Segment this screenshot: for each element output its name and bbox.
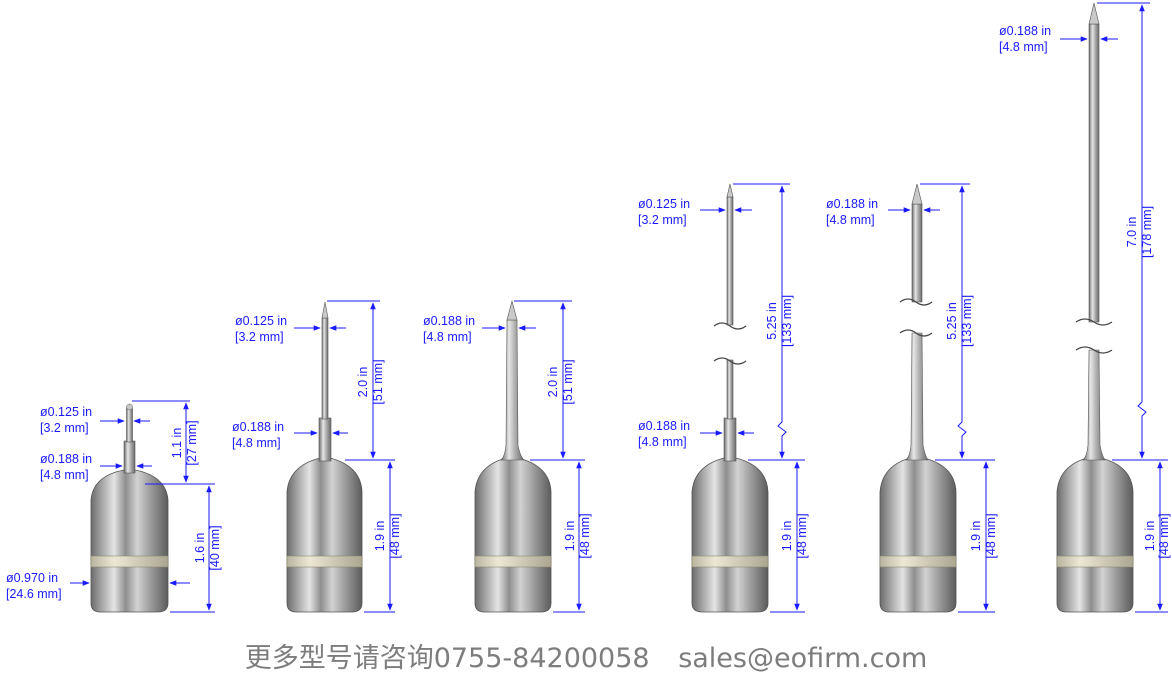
probe-4-tip-upper	[726, 196, 734, 326]
probe-4-handle	[691, 457, 769, 613]
probe-3-handle	[474, 457, 552, 613]
footer-contact-phone: 更多型号请咨询0755-84200058	[244, 643, 650, 674]
probe-5-handle-length-in: 1.9 in	[969, 521, 983, 552]
probe-5-band	[879, 555, 957, 568]
probe-2-shaft-diameter-in: ø0.188 in	[232, 420, 284, 434]
probe-4-shaft	[723, 417, 737, 462]
probe-2-tip	[321, 317, 329, 420]
probe-6-shaft-upper	[1088, 23, 1100, 323]
probe-2-handle-length-mm: [48 mm]	[388, 513, 402, 558]
probe-5-handle-length-mm: [48 mm]	[984, 513, 998, 558]
probe-6-tip-diameter-in: ø0.188 in	[999, 24, 1051, 38]
probe-4-band	[691, 555, 769, 568]
probe-dimension-drawing: ø0.125 in [3.2 mm] ø0.188 in [4.8 mm] ø0…	[6, 2, 1171, 613]
probe-4-shaft-diameter-mm: [4.8 mm]	[638, 435, 687, 449]
probe-1-handle-diameter-in: ø0.970 in	[6, 571, 58, 585]
probe-1-handle-diameter-mm: [24.6 mm]	[6, 587, 62, 601]
probe-2-handle-length-in: 1.9 in	[373, 521, 387, 552]
probe-2	[286, 301, 363, 613]
probe-2-probe-length-in: 2.0 in	[356, 367, 370, 398]
probe-5-shaft-lower	[905, 332, 929, 461]
probe-2-probe-length-mm: [51 mm]	[371, 359, 385, 404]
probe-6	[1056, 2, 1134, 613]
probe-5-dimensions	[888, 183, 995, 613]
probe-3-probe-length-mm: [51 mm]	[561, 359, 575, 404]
probe-4-probe-length-mm: [133 mm]	[780, 295, 794, 347]
contact-footer: 更多型号请咨询0755-84200058 sales@eofirm.com	[0, 636, 1172, 675]
probe-5	[879, 183, 957, 613]
probe-3-shaft	[500, 319, 525, 461]
probe-1-band	[90, 555, 169, 568]
probe-2-dimensions	[294, 300, 395, 613]
probe-4-dimensions	[700, 183, 805, 613]
probe-1-handle	[90, 469, 169, 613]
probe-3-dimensions	[482, 300, 585, 613]
probe-1-tip-diameter-mm: [3.2 mm]	[40, 421, 89, 435]
probe-1-handle-length-mm: [40 mm]	[208, 525, 222, 570]
probe-3	[474, 299, 552, 613]
probe-2-handle	[286, 457, 363, 613]
probe-6-probe-length-mm: [178 mm]	[1140, 206, 1154, 258]
probe-1-dimensions	[70, 400, 215, 613]
probe-4-tip-diameter-mm: [3.2 mm]	[638, 213, 687, 227]
probe-6-handle-length-mm: [48 mm]	[1157, 513, 1171, 558]
probe-5-handle	[879, 457, 957, 613]
probe-5-probe-length-mm: [133 mm]	[960, 295, 974, 347]
probe-1	[90, 403, 169, 613]
probe-5-tip-diameter-in: ø0.188 in	[826, 197, 878, 211]
probe-3-probe-length-in: 2.0 in	[546, 367, 560, 398]
probe-2-shaft-diameter-mm: [4.8 mm]	[232, 436, 281, 450]
probe-2-band	[286, 555, 363, 568]
probe-3-band	[474, 555, 552, 568]
probe-1-tip-diameter-in: ø0.125 in	[40, 405, 92, 419]
probe-1-tip	[126, 407, 133, 443]
probe-3-handle-length-mm: [48 mm]	[578, 513, 592, 558]
probe-4	[691, 183, 769, 613]
probe-1-shaft-diameter-mm: [4.8 mm]	[40, 468, 89, 482]
probe-6-handle	[1056, 457, 1134, 613]
probe-5-shaft-upper	[911, 203, 923, 303]
footer-email: sales@eofirm.com	[678, 643, 928, 674]
probe-4-handle-length-in: 1.9 in	[780, 521, 794, 552]
probe-4-tip-diameter-in: ø0.125 in	[638, 197, 690, 211]
probe-2-shaft	[318, 417, 332, 462]
probe-1-probe-length-mm: [27 mm]	[185, 420, 199, 465]
probe-6-handle-length-in: 1.9 in	[1143, 521, 1157, 552]
probe-1-shaft-diameter-in: ø0.188 in	[40, 452, 92, 466]
probe-4-shaft-diameter-in: ø0.188 in	[638, 419, 690, 433]
probe-6-band	[1056, 555, 1134, 568]
probe-1-probe-length-in: 1.1 in	[170, 428, 184, 459]
probe-4-probe-length-in: 5.25 in	[765, 302, 779, 340]
probe-5-tip-diameter-mm: [4.8 mm]	[826, 213, 875, 227]
probe-5-probe-length-in: 5.25 in	[945, 302, 959, 340]
probe-3-tip-diameter-mm: [4.8 mm]	[423, 330, 472, 344]
probe-4-handle-length-mm: [48 mm]	[795, 513, 809, 558]
probe-3-tip-diameter-in: ø0.188 in	[423, 314, 475, 328]
probe-3-handle-length-in: 1.9 in	[563, 521, 577, 552]
probe-6-probe-length-in: 7.0 in	[1125, 217, 1139, 248]
probe-6-shaft-lower	[1082, 349, 1106, 461]
probe-1-handle-length-in: 1.6 in	[193, 533, 207, 564]
probe-2-tip-diameter-mm: [3.2 mm]	[235, 330, 284, 344]
probe-2-tip-diameter-in: ø0.125 in	[235, 314, 287, 328]
probe-1-shaft	[123, 440, 136, 474]
probe-6-dimensions	[1060, 2, 1168, 613]
probe-4-tip-lower	[726, 359, 734, 420]
probe-6-tip-diameter-mm: [4.8 mm]	[999, 40, 1048, 54]
